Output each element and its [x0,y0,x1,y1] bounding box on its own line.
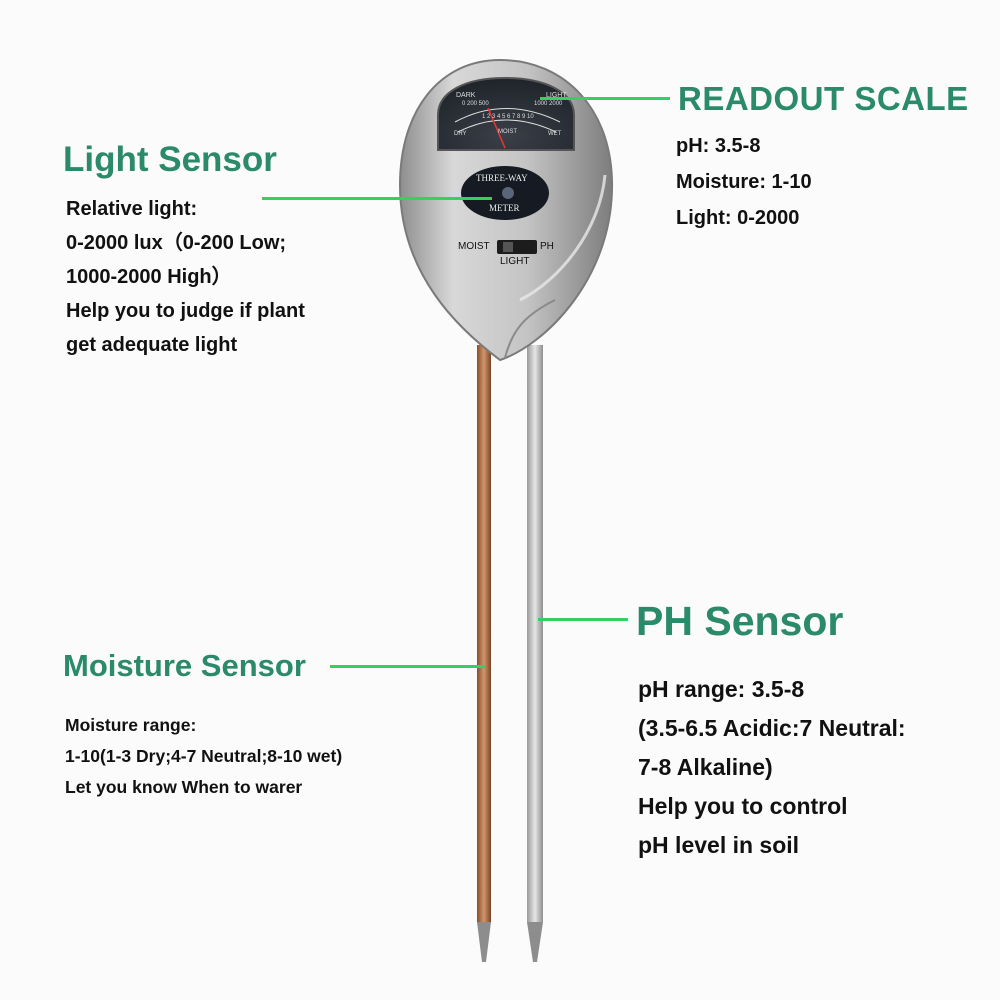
steel-probe [527,345,543,962]
badge-text-bottom: METER [489,203,520,213]
readout-scale-heading: READOUT SCALE [678,80,969,117]
readout-line-moisture: Moisture: 1-10 [676,171,812,193]
light-sensor-details: Relative light: 0-2000 lux（0-200 Low; 10… [66,192,305,362]
ph-line: (3.5-6.5 Acidic:7 Neutral: [638,715,906,741]
copper-probe [477,345,491,962]
readout-pointer-line [540,97,670,100]
moisture-line: Let you know When to warer [65,777,303,797]
three-way-meter-badge [461,166,549,220]
moisture-line: 1-10(1-3 Dry;4-7 Neutral;8-10 wet) [65,746,343,766]
ph-line: 7-8 Alkaline) [638,754,773,780]
moisture-line: Moisture range: [65,715,197,735]
ph-pointer-line [538,618,628,621]
switch-label-moist: MOIST [458,241,490,252]
gauge-label-dry: DRY [454,131,467,137]
readout-gauge [437,76,575,151]
moisture-pointer-line [330,665,485,668]
gauge-numbers-top: 0 200 500 [462,101,489,107]
ph-line: pH range: 3.5-8 [638,676,805,702]
switch-label-light: LIGHT [500,256,530,267]
readout-line-light: Light: 0-2000 [676,207,800,229]
gauge-label-moist: MOIST [498,129,517,135]
gauge-label-dark: DARK [456,92,476,99]
ph-line: Help you to control [638,793,848,819]
ph-sensor-details: pH range: 3.5-8 (3.5-6.5 Acidic:7 Neutra… [638,670,906,865]
badge-text-top: THREE-WAY [476,173,528,183]
gauge-numbers-right: 1000 2000 [534,101,563,107]
gauge-label-wet: WET [548,131,562,137]
light-sensor-heading: Light Sensor [63,140,277,179]
light-line: 1000-2000 High） [66,266,232,288]
light-line: Help you to judge if plant [66,300,305,322]
gauge-label-light: LIGHT [546,92,567,99]
gauge-numbers-mid: 1 2 3 4 5 6 7 8 9 10 [482,114,534,120]
light-line: Relative light: [66,198,198,220]
light-line: get adequate light [66,334,238,356]
switch-label-ph: PH [540,241,554,252]
ph-line: pH level in soil [638,832,800,858]
light-line: 0-2000 lux（0-200 Low; [66,232,287,254]
readout-line-ph: pH: 3.5-8 [676,135,761,157]
moisture-sensor-details: Moisture range: 1-10(1-3 Dry;4-7 Neutral… [65,710,342,803]
readout-scale-details: pH: 3.5-8 Moisture: 1-10 Light: 0-2000 [676,128,812,236]
mode-switch [497,240,537,254]
moisture-sensor-heading: Moisture Sensor [63,648,306,683]
light-pointer-line [262,197,492,200]
ph-sensor-heading: PH Sensor [636,598,844,644]
